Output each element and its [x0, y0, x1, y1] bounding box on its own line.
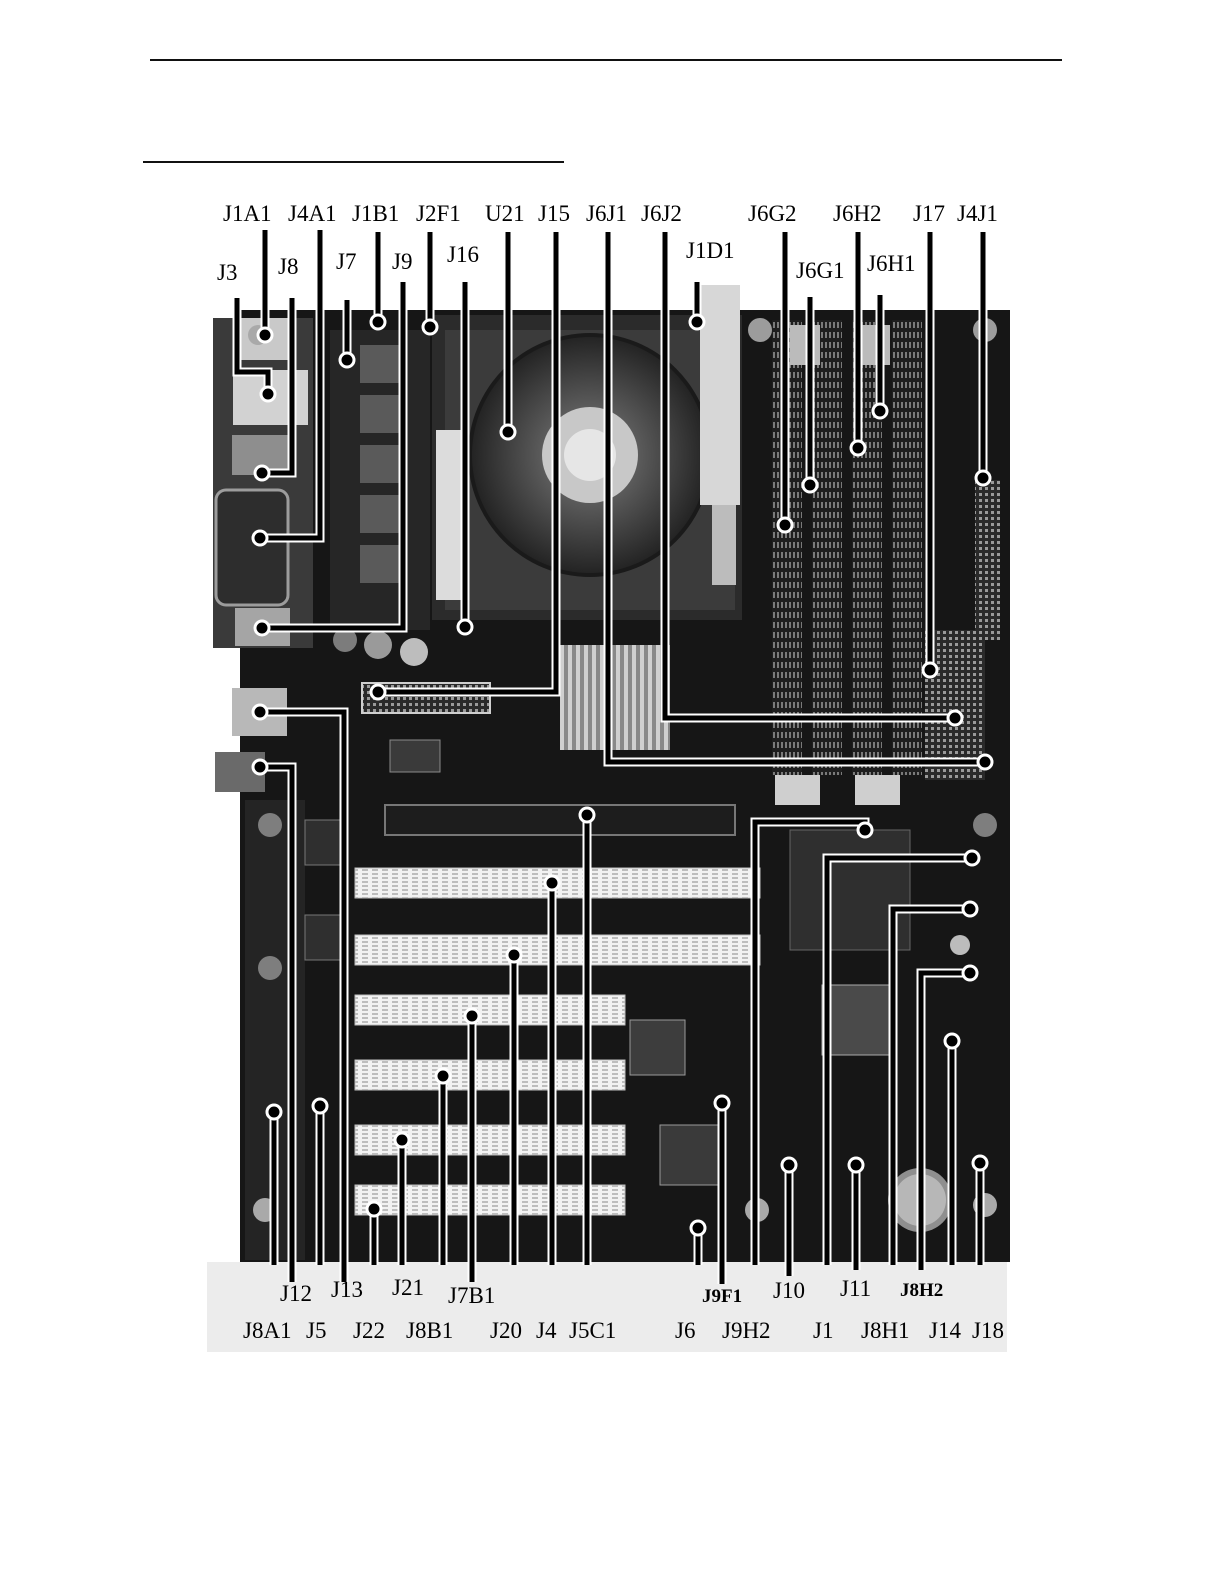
label-J6H1: J6H1 [867, 251, 916, 276]
label-J6G2: J6G2 [748, 201, 797, 226]
marker-J6J2 [948, 711, 962, 725]
marker-J8H1 [963, 902, 977, 916]
marker-J5C1 [580, 808, 594, 822]
label-J4: J4 [536, 1318, 557, 1343]
marker-J13 [253, 705, 267, 719]
marker-J4A1 [253, 531, 267, 545]
marker-J12 [253, 760, 267, 774]
label-J9H2: J9H2 [722, 1318, 771, 1343]
marker-U21 [501, 425, 515, 439]
marker-J8 [255, 466, 269, 480]
marker-J11 [849, 1158, 863, 1172]
label-J20: J20 [490, 1318, 522, 1343]
marker-J6G1 [803, 478, 817, 492]
marker-J22 [367, 1202, 381, 1216]
label-J18: J18 [972, 1318, 1004, 1343]
marker-J2F1 [423, 320, 437, 334]
label-J6J1: J6J1 [586, 201, 627, 226]
marker-J7B1 [465, 1009, 479, 1023]
label-J14: J14 [929, 1318, 961, 1343]
marker-J9H2 [858, 823, 872, 837]
label-J3: J3 [217, 260, 237, 285]
label-J22: J22 [353, 1318, 385, 1343]
label-J1A1: J1A1 [223, 201, 272, 226]
marker-J3 [261, 387, 275, 401]
marker-J5 [313, 1099, 327, 1113]
label-U21: U21 [485, 201, 525, 226]
marker-J8B1 [436, 1069, 450, 1083]
label-J15: J15 [538, 201, 570, 226]
label-J12: J12 [280, 1281, 312, 1306]
label-J9F1: J9F1 [702, 1286, 742, 1307]
label-J21: J21 [392, 1275, 424, 1300]
label-J6J2: J6J2 [641, 201, 682, 226]
marker-J4J1 [976, 471, 990, 485]
marker-J21 [395, 1133, 409, 1147]
marker-J8H2 [963, 966, 977, 980]
marker-J9F1 [715, 1096, 729, 1110]
marker-J15 [371, 685, 385, 699]
label-J4J1: J4J1 [957, 201, 998, 226]
label-J8B1: J8B1 [406, 1318, 453, 1343]
marker-J1A1 [258, 328, 272, 342]
marker-J6H2 [851, 441, 865, 455]
marker-J6J1 [978, 755, 992, 769]
marker-J4 [545, 876, 559, 890]
marker-J16 [458, 620, 472, 634]
label-J9: J9 [392, 249, 412, 274]
label-J6H2: J6H2 [833, 201, 882, 226]
label-J17: J17 [913, 201, 945, 226]
marker-J8A1 [267, 1105, 281, 1119]
label-J6: J6 [675, 1318, 695, 1343]
marker-J1 [965, 851, 979, 865]
marker-J20 [507, 948, 521, 962]
label-J1B1: J1B1 [352, 201, 399, 226]
marker-J6 [691, 1221, 705, 1235]
label-J11: J11 [840, 1276, 871, 1301]
marker-J9 [255, 621, 269, 635]
marker-J17 [923, 663, 937, 677]
label-J7B1: J7B1 [448, 1283, 495, 1308]
label-J6G1: J6G1 [796, 258, 845, 283]
marker-J1B1 [371, 315, 385, 329]
label-J8: J8 [278, 254, 298, 279]
label-J8H2: J8H2 [900, 1280, 943, 1301]
label-J8A1: J8A1 [243, 1318, 292, 1343]
label-J4A1: J4A1 [288, 201, 337, 226]
label-J8H1: J8H1 [861, 1318, 910, 1343]
label-J1: J1 [813, 1318, 833, 1343]
label-J1D1: J1D1 [686, 238, 735, 263]
marker-J18 [973, 1156, 987, 1170]
marker-J1D1 [690, 315, 704, 329]
label-J5C1: J5C1 [569, 1318, 616, 1343]
label-J7: J7 [336, 249, 356, 274]
marker-J10 [782, 1158, 796, 1172]
label-J2F1: J2F1 [416, 201, 461, 226]
label-J5: J5 [306, 1318, 326, 1343]
label-J16: J16 [447, 242, 479, 267]
marker-J7 [340, 353, 354, 367]
label-J10: J10 [773, 1278, 805, 1303]
marker-J14 [945, 1034, 959, 1048]
marker-J6G2 [778, 518, 792, 532]
marker-J6H1 [873, 404, 887, 418]
